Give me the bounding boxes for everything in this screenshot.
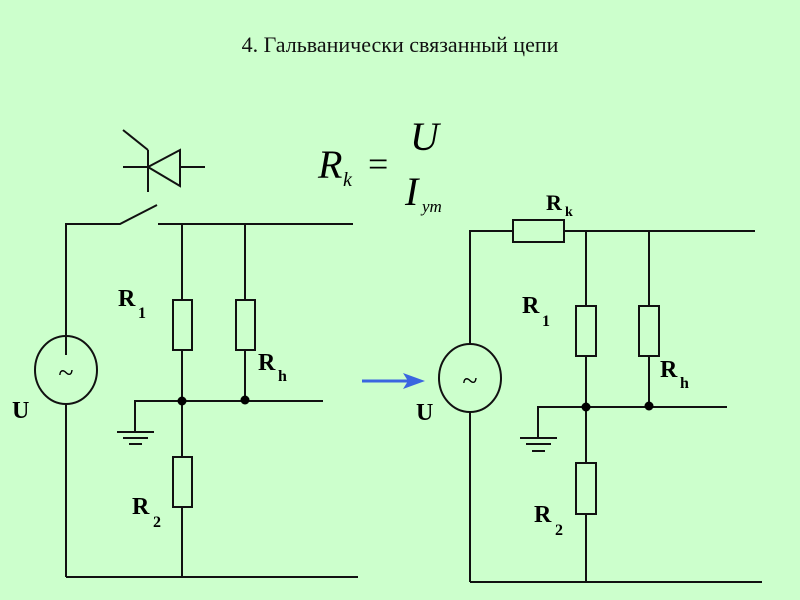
junction-dot [240,395,250,405]
label-r1: R [522,293,540,319]
formula-equals: = [368,144,388,184]
ac-symbol: ~ [58,358,73,389]
formula-numerator: U [410,114,442,159]
label-r2-sub: 2 [153,514,161,531]
resistor-rk [512,219,565,243]
ac-source-icon: ~ [34,335,98,577]
source-label-u: U [416,400,433,426]
ground-icon [520,437,557,452]
formula-lhs-sub: k [343,169,353,191]
label-rk: R [546,190,563,215]
junction-dot [644,401,654,411]
formula-lhs: R [317,142,342,187]
junction-dot [177,396,187,406]
source-label-u: U [12,398,29,424]
left-circuit: ~ U R 1 R h R 2 [12,129,358,578]
formula-denominator: I [404,169,420,214]
thyristor-icon [122,129,205,192]
label-rk-sub: k [565,205,573,220]
slide-title: 4. Гальванически связанный цепи [241,32,559,57]
arrow-right-icon [362,373,425,389]
resistor-rh [235,299,256,351]
label-r2: R [534,502,552,528]
junction-dot [581,402,591,412]
formula: R k = U I ут [317,114,442,216]
resistor-r1 [172,299,193,351]
formula-denominator-sub: ут [420,197,442,216]
label-rh-sub: h [278,368,287,385]
label-r1-sub: 1 [138,305,146,322]
resistor-r2 [575,462,597,515]
label-rh: R [258,350,276,376]
resistor-r1 [575,305,597,357]
resistor-r2 [172,456,193,508]
label-r1-sub: 1 [542,313,550,330]
label-r2-sub: 2 [555,522,563,539]
right-circuit: R k ~ U R 1 R h R 2 [416,190,762,583]
label-rh: R [660,357,678,383]
ground-icon [117,431,154,445]
switch-icon [65,204,353,355]
label-r2: R [132,494,150,520]
ac-source-icon: ~ [438,343,502,582]
resistor-rh [638,305,660,357]
label-rh-sub: h [680,375,689,392]
label-r1: R [118,286,136,312]
ac-symbol: ~ [462,366,477,397]
